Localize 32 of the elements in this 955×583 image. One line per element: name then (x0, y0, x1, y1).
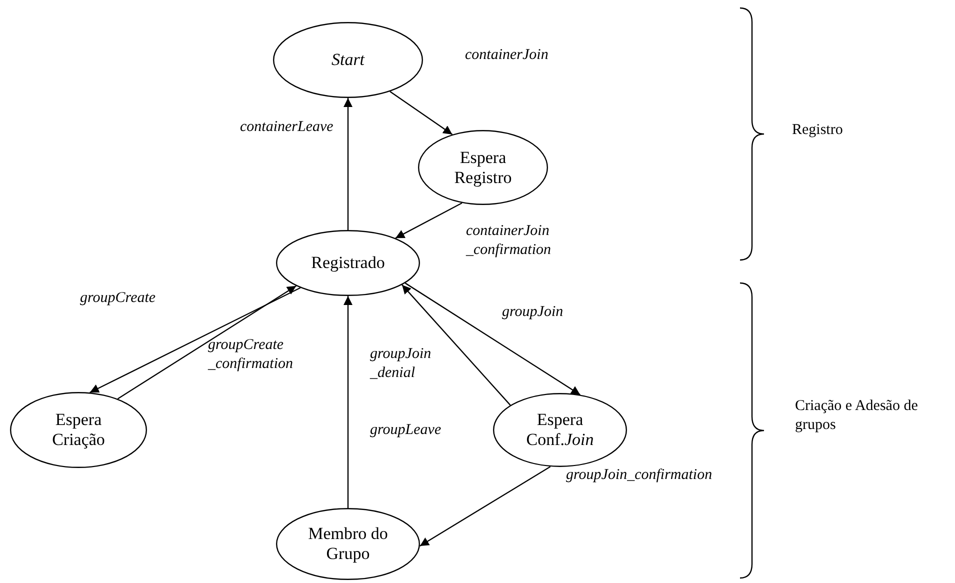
edge-label: containerJoin _confirmation (466, 222, 552, 260)
state-ellipse (276, 508, 420, 580)
transition-arrow (404, 282, 580, 396)
edge-label: groupCreate (80, 289, 157, 308)
transition-arrow (90, 287, 301, 394)
state-ellipse (276, 230, 420, 296)
state-name: Start (330, 50, 366, 70)
state-ellipse (273, 22, 423, 98)
transition-arrow (402, 284, 511, 406)
group-label: Criação e Adesão de grupos (795, 397, 919, 435)
edge-label: groupCreate _confirmation (208, 336, 294, 374)
edge-label: containerLeave (240, 118, 334, 137)
state-name: Espera Registro (453, 148, 513, 188)
state-ellipse (418, 130, 548, 205)
edge-label: containerJoin (465, 46, 550, 65)
transition-arrow (117, 285, 296, 400)
state-name: Membro do Grupo (308, 524, 388, 564)
edge-label: groupJoin _denial (370, 345, 432, 383)
transition-arrow (390, 91, 453, 135)
transition-arrow (420, 466, 551, 546)
state-name: Espera Conf.Join (525, 410, 595, 450)
edge-label: groupLeave (370, 421, 442, 440)
group-label: Registro (792, 121, 844, 140)
edge-label: groupJoin (502, 303, 564, 322)
edge-label: groupJoin_confirmation (566, 466, 714, 485)
transition-arrow (344, 296, 352, 508)
state-name: Registrado (310, 253, 386, 273)
state-name: Espera Criação (51, 410, 106, 450)
transition-arrow (344, 98, 352, 230)
state-ellipse (10, 392, 147, 468)
state-ellipse (493, 393, 627, 467)
transition-arrow (395, 202, 462, 239)
